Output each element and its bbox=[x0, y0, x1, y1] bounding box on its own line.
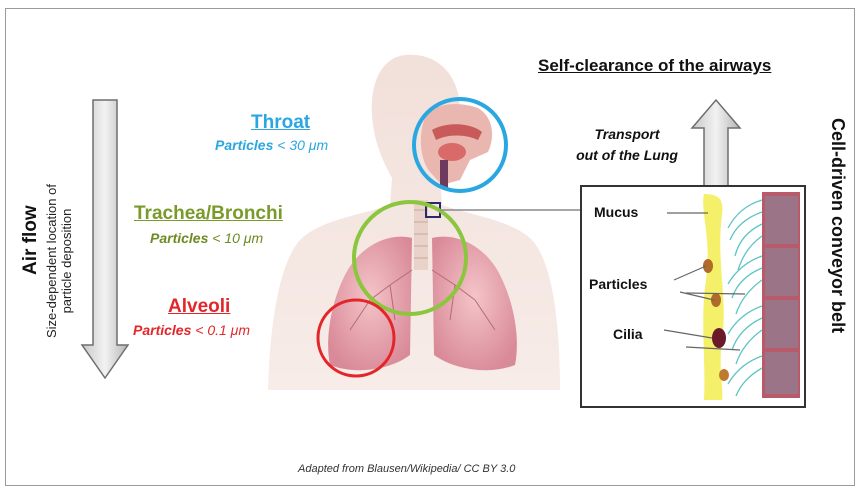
throat-size-value: < 30 μm bbox=[273, 137, 328, 153]
transport-line1: Transport bbox=[572, 124, 682, 145]
transport-arrow bbox=[692, 100, 740, 193]
airflow-arrow bbox=[82, 100, 128, 378]
inset-cilia-label: Cilia bbox=[613, 326, 643, 342]
inset-particles-label: Particles bbox=[589, 276, 647, 292]
transport-label: Transport out of the Lung bbox=[572, 124, 682, 166]
alveoli-size: Particles < 0.1 μm bbox=[133, 322, 250, 338]
airflow-subtitle-line2: particle deposition bbox=[59, 184, 74, 338]
alveoli-title: Alveoli bbox=[168, 296, 230, 318]
trachea-particles-word: Particles bbox=[150, 230, 208, 246]
airflow-subtitle-line1: Size-dependent location of bbox=[44, 184, 59, 338]
trachea-size-value: < 10 μm bbox=[208, 230, 263, 246]
airflow-title: Air flow bbox=[20, 205, 42, 275]
alveoli-particles-word: Particles bbox=[133, 322, 191, 338]
trachea-title: Trachea/Bronchi bbox=[134, 203, 283, 225]
trachea-size: Particles < 10 μm bbox=[150, 230, 263, 246]
airflow-subtitle: Size-dependent location of particle depo… bbox=[44, 184, 74, 338]
throat-title: Throat bbox=[251, 112, 310, 134]
conveyor-label: Cell-driven conveyor belt bbox=[827, 118, 848, 333]
alveoli-size-value: < 0.1 μm bbox=[191, 322, 250, 338]
throat-particles-word: Particles bbox=[215, 137, 273, 153]
diagram-heading: Self-clearance of the airways bbox=[538, 56, 771, 76]
image-credit-caption: Adapted from Blausen/Wikipedia/ CC BY 3.… bbox=[298, 463, 515, 475]
throat-size: Particles < 30 μm bbox=[215, 137, 328, 153]
inset-mucus-label: Mucus bbox=[594, 204, 638, 220]
transport-line2: out of the Lung bbox=[572, 145, 682, 166]
